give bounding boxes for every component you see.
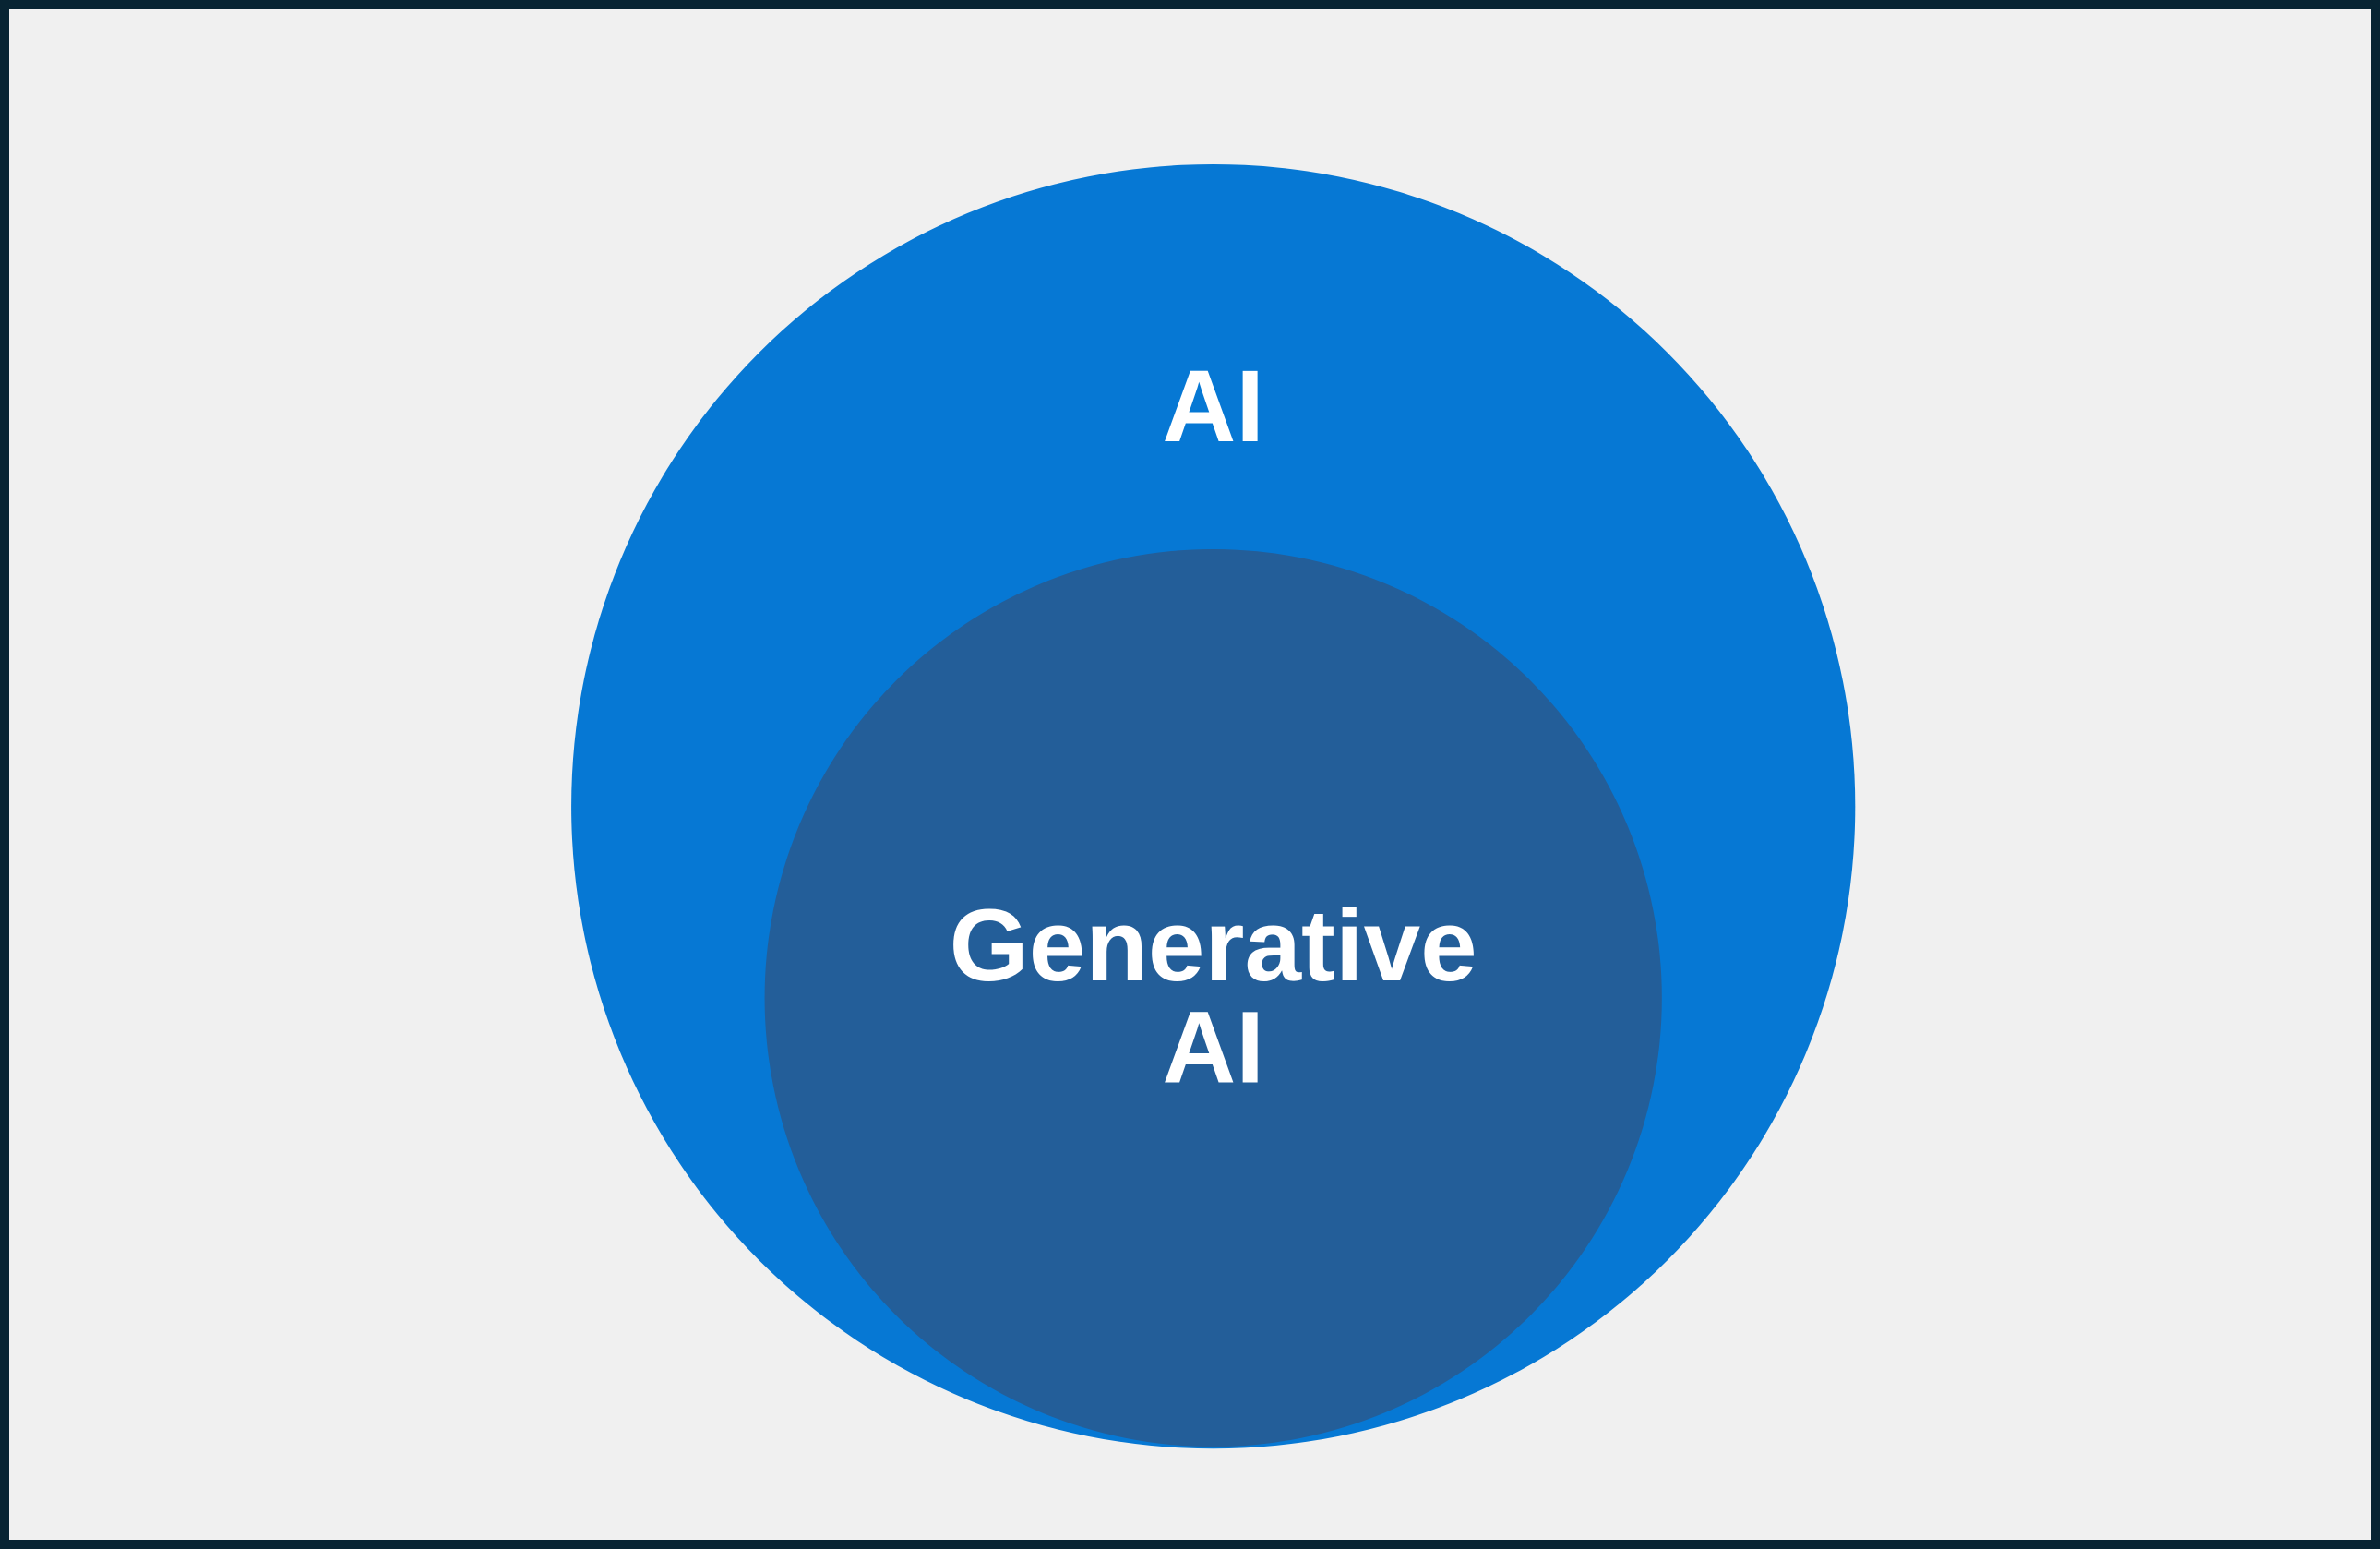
- label-ai: AI: [1162, 350, 1264, 463]
- circle-generative-ai-inner[interactable]: [764, 548, 1662, 1447]
- label-generative-ai-line-1: Generative: [950, 889, 1477, 1003]
- label-generative-ai-line-2: AI: [1162, 991, 1264, 1105]
- venn-diagram: AI Generative AI: [571, 163, 1856, 1449]
